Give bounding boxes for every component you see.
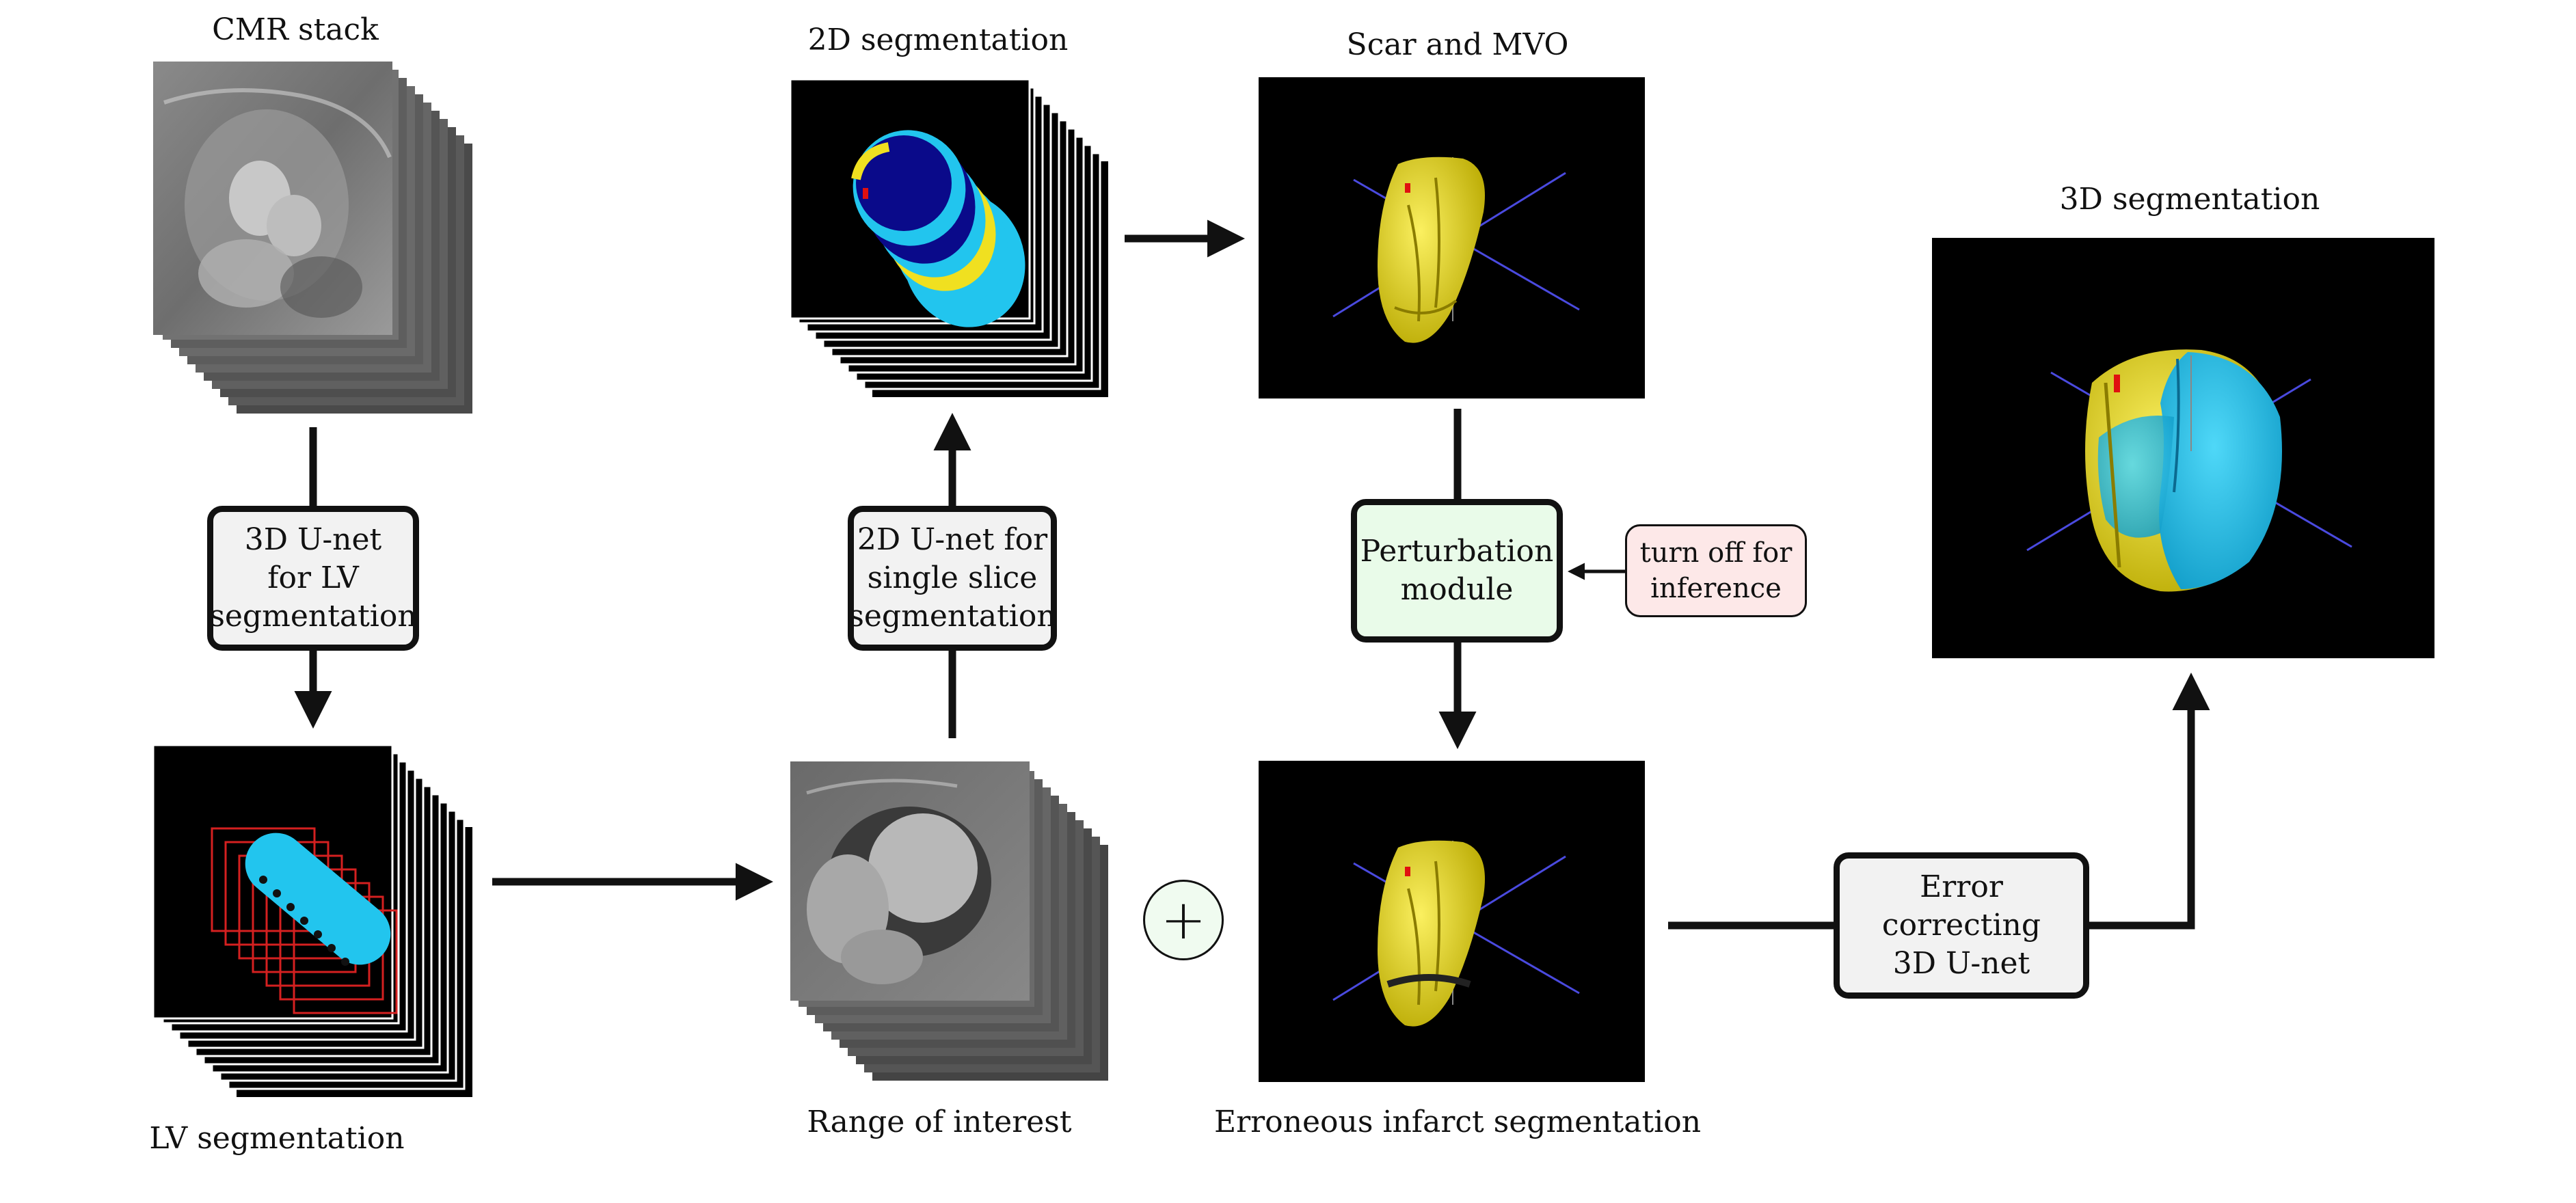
lv-segmentation-label: LV segmentation (149, 1121, 405, 1156)
plus-circle: + (1143, 880, 1224, 960)
2d-segmentation-label: 2D segmentation (807, 23, 1069, 57)
erroneous-infarct-label: Erroneous infarct segmentation (1213, 1105, 1702, 1139)
turn-off-inference-box: turn off for inference (1625, 524, 1807, 617)
unet2d-slice-box: 2D U-net for single slice segmentation (848, 506, 1057, 651)
perturbation-module-text: Perturbation module (1360, 534, 1554, 607)
range-of-interest-label: Range of interest (807, 1105, 1072, 1139)
3d-segmentation-image (1932, 238, 2434, 658)
cmr-stack-image (153, 62, 472, 414)
connectors (294, 219, 2210, 930)
error-correcting-box: Error correcting 3D U-net (1834, 852, 2089, 999)
cmr-stack-label: CMR stack (212, 12, 379, 47)
plus-symbol: + (1160, 888, 1207, 951)
perturbation-module-box: Perturbation module (1351, 499, 1563, 643)
3d-segmentation-label: 3D segmentation (2059, 182, 2320, 217)
erroneous-infarct-image (1259, 761, 1645, 1082)
unet3d-lv-box: 3D U-net for LV segmentation (207, 506, 419, 651)
error-correcting-text: Error correcting 3D U-net (1881, 869, 2041, 981)
2d-segmentation-image (789, 78, 1108, 397)
unet2d-slice-text: 2D U-net for single slice segmentation (848, 522, 1056, 634)
scar-mvo-image (1259, 77, 1645, 398)
range-of-interest-image (790, 761, 1108, 1081)
scar-mvo-label: Scar and MVO (1346, 27, 1569, 62)
unet3d-lv-text: 3D U-net for LV segmentation (209, 522, 417, 634)
lv-segmentation-image (152, 744, 472, 1097)
turn-off-inference-text: turn off for inference (1639, 537, 1793, 604)
